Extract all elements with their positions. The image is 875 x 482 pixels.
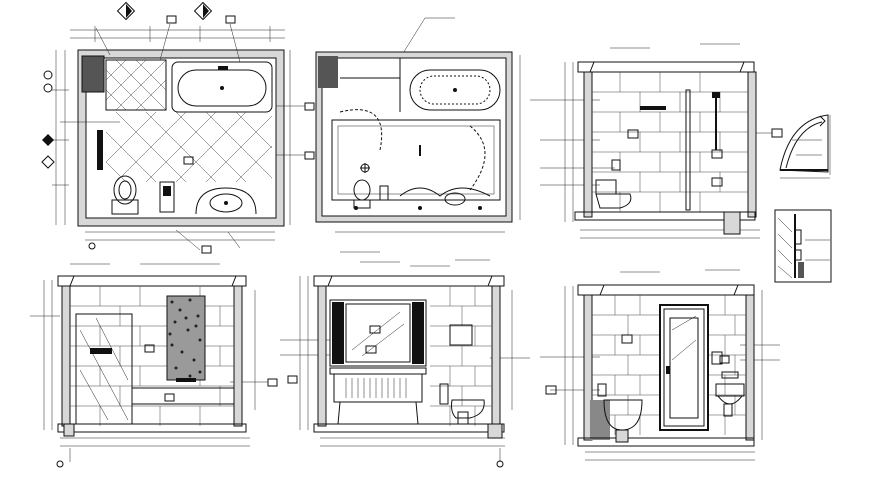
wall-tiles <box>592 295 746 435</box>
callout-leaders <box>60 23 305 251</box>
plan-wall <box>315 51 513 223</box>
towel-bar <box>640 106 666 110</box>
wall-tiles <box>592 72 748 212</box>
toilet-plan <box>111 175 139 215</box>
tag-icon <box>166 15 177 24</box>
grid-bubble-icon <box>88 242 96 250</box>
tag-icon <box>771 128 783 138</box>
tag-icon <box>545 385 557 395</box>
washbasin-plan <box>195 187 257 215</box>
ceiling-frame <box>331 119 501 201</box>
stone-column <box>82 56 104 92</box>
tag-icon <box>144 344 155 353</box>
tag-icon <box>164 393 175 402</box>
floor-plan-panel <box>41 1 315 254</box>
bathtub-outline <box>409 69 501 111</box>
shower-mixer <box>711 92 723 159</box>
glass-edge <box>685 89 691 211</box>
tag-icon <box>711 177 723 187</box>
toilet-outline <box>353 179 371 209</box>
floor-tiles <box>106 112 272 182</box>
elevation-d-panel <box>540 269 780 461</box>
door-elevation <box>659 304 709 431</box>
elevation-c-panel <box>280 251 530 468</box>
tag-icon <box>183 156 194 165</box>
tag-icon <box>719 355 730 364</box>
tag-icon <box>365 345 377 354</box>
tag-icon <box>201 245 212 254</box>
elevation-b-panel <box>30 263 278 468</box>
tag-icon <box>287 375 298 384</box>
wall-tiles <box>70 286 234 426</box>
stone-column <box>318 56 338 88</box>
detail-a-panel <box>779 114 831 179</box>
grid-bubble-icon <box>496 460 504 468</box>
tag-icon <box>225 15 236 24</box>
plan-wall <box>77 49 285 227</box>
vanity-mirror <box>329 299 427 367</box>
tag-icon <box>304 102 315 111</box>
level-marker-icon <box>41 70 55 169</box>
washbasin-elevation <box>711 351 745 417</box>
tag-icon <box>627 129 639 139</box>
elevation-a-panel <box>530 43 783 239</box>
shower-tiles <box>106 60 166 110</box>
bathtub <box>171 61 273 113</box>
wall-tiles <box>430 286 492 426</box>
ceiling-lights <box>354 206 482 210</box>
wall-niche <box>449 324 473 346</box>
detail-b-panel <box>774 209 832 283</box>
dimension-lines <box>530 43 772 239</box>
stone-feature-panel <box>166 295 206 381</box>
dimension-lines <box>335 17 521 233</box>
dimension-lines <box>30 263 268 462</box>
tag-icon <box>267 378 278 387</box>
ceiling-plan-panel <box>315 17 521 233</box>
section-marker-icon <box>193 1 213 21</box>
door-swing <box>339 109 383 151</box>
dimension-lines <box>280 251 530 462</box>
radiator <box>97 130 103 170</box>
toilet-elevation <box>595 179 632 209</box>
dimension-lines <box>52 26 291 241</box>
vanity-cabinet <box>329 367 427 425</box>
grid-bubble-icon <box>56 460 64 468</box>
tag-icon <box>621 334 633 344</box>
glass-partition <box>75 313 133 425</box>
north-marker-icon <box>116 1 136 21</box>
cabinet <box>159 181 175 213</box>
tag-icon <box>304 151 315 160</box>
bath-front <box>131 387 235 405</box>
